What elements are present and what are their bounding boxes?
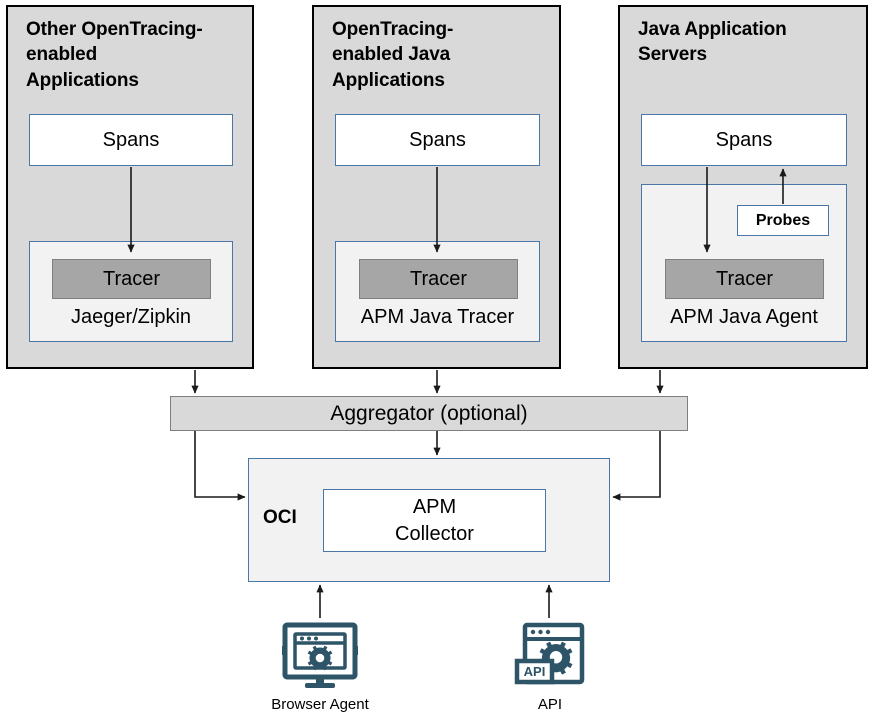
panel-title: Other OpenTracing- enabled Applications xyxy=(26,19,203,91)
spans-label: Spans xyxy=(715,128,773,151)
tracer-caption-panel-1: Jaeger/Zipkin xyxy=(70,306,192,328)
spans-box-panel-1: Spans xyxy=(29,114,233,166)
apm-collector-box: APM Collector xyxy=(323,489,546,552)
spans-label: Spans xyxy=(409,128,466,151)
tracer-label: Tracer xyxy=(102,267,161,290)
aggregator-bar: Aggregator (optional) xyxy=(170,396,688,431)
arrow-aggregator-right-to-oci xyxy=(612,431,661,501)
apm-collector-line-2: Collector xyxy=(395,522,474,545)
api-node: API API xyxy=(505,620,595,713)
tracer-box-panel-2: Tracer xyxy=(359,259,518,299)
tracer-box-panel-3: Tracer xyxy=(665,259,824,299)
tracer-caption-panel-2: APM Java Tracer xyxy=(360,306,515,328)
aggregator-label: Aggregator (optional) xyxy=(330,401,528,425)
browser-agent-node: Browser Agent xyxy=(271,620,369,713)
browser-agent-caption: Browser Agent xyxy=(271,696,369,713)
tracer-box-panel-1: Tracer xyxy=(52,259,211,299)
browser-agent-icon xyxy=(282,622,358,688)
probes-label: Probes xyxy=(755,211,811,229)
apm-collector-line-1: APM xyxy=(412,495,457,518)
api-caption: API xyxy=(537,696,563,713)
spans-label: Spans xyxy=(102,128,160,151)
tracer-label: Tracer xyxy=(715,267,774,290)
tracer-container-panel-1: Tracer Jaeger/Zipkin xyxy=(29,241,233,342)
arrow-aggregator-left-to-oci xyxy=(194,431,246,501)
probes-box: Probes xyxy=(737,205,829,236)
spans-box-panel-2: Spans xyxy=(335,114,540,166)
oci-label: OCI xyxy=(263,507,297,528)
tracer-container-panel-2: Tracer APM Java Tracer xyxy=(335,241,540,342)
api-icon-text: API xyxy=(524,664,546,679)
oci-box: OCI APM Collector xyxy=(248,458,610,582)
api-icon: API xyxy=(514,622,585,685)
spans-box-panel-3: Spans xyxy=(641,114,847,166)
panel-title: OpenTracing- enabled Java Applications xyxy=(332,19,454,91)
panel-title: Java Application Servers xyxy=(638,19,787,66)
tracer-label: Tracer xyxy=(409,267,468,290)
tracer-caption-panel-3: APM Java Agent xyxy=(670,306,818,328)
